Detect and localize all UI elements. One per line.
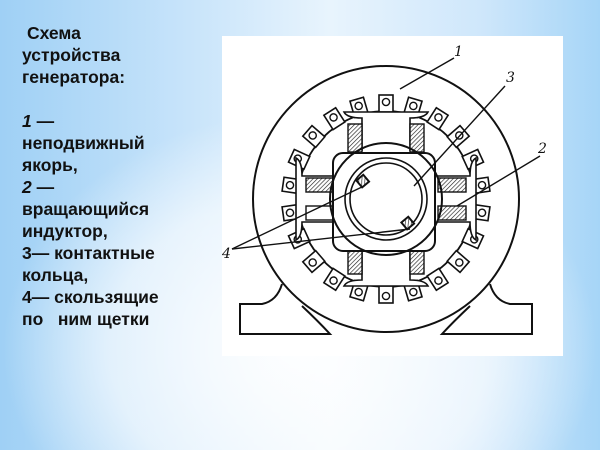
label-1: 1 — [454, 44, 463, 60]
slot-tooth — [301, 249, 326, 274]
slot-tooth — [301, 124, 326, 149]
label-2: 2 — [537, 141, 547, 157]
slot-conductor — [329, 276, 338, 285]
stator-slot — [301, 124, 326, 149]
slot-conductor — [308, 131, 317, 140]
slot-tooth — [378, 285, 394, 304]
slot-tooth — [322, 106, 346, 131]
legend-item-4: 4— скользящие — [22, 287, 159, 307]
slip-ring — [344, 157, 428, 241]
stator-slot — [301, 249, 326, 274]
stator-slot — [378, 285, 394, 304]
slot-conductor — [409, 287, 418, 297]
slot-conductor — [477, 180, 487, 190]
right-foot — [439, 283, 533, 335]
brush — [354, 173, 371, 189]
stator-slot — [446, 249, 471, 274]
legend-text: вращающийся — [22, 199, 150, 219]
stator-slot — [322, 267, 346, 292]
caption-title-line: генератора: — [22, 67, 126, 87]
caption-title-line: Схема — [27, 23, 81, 43]
slot-conductor — [409, 101, 418, 111]
generator-drawing: 1 2 3 4 — [222, 44, 547, 335]
slot-tooth — [378, 94, 394, 113]
slot-conductor — [285, 180, 295, 190]
caption-title-line: устройства — [22, 45, 121, 65]
slot-tooth — [446, 249, 471, 274]
legend-item-2: 2 — — [22, 177, 55, 197]
slot-conductor — [285, 208, 295, 218]
legend-item-3: 3— контактные — [22, 243, 155, 263]
slot-tooth — [426, 267, 450, 292]
label-4: 4 — [222, 246, 231, 262]
slot-conductor — [329, 113, 338, 122]
legend-item-1: 1 — — [22, 111, 55, 131]
stator-slot — [426, 267, 450, 292]
slot-conductor — [381, 97, 391, 107]
field-coils — [305, 123, 467, 275]
slot-tooth — [322, 267, 346, 292]
generator-diagram: 1 2 3 4 — [222, 36, 563, 356]
slot-conductor — [381, 291, 391, 301]
left-foot — [239, 283, 333, 335]
legend-text: кольца, — [22, 265, 89, 285]
legend-text: по ним щетки — [22, 309, 150, 329]
stator-slot — [322, 106, 346, 131]
slot-tooth — [426, 106, 450, 131]
slot-conductor — [354, 101, 363, 111]
stator-slot — [426, 106, 450, 131]
slot-conductor — [434, 113, 443, 122]
stator-slot — [378, 94, 394, 113]
slot-conductor — [477, 208, 487, 218]
slot-conductor — [308, 258, 317, 267]
caption-text: Схема устройства генератора: 1 — неподви… — [22, 22, 212, 330]
legend-text: неподвижный — [22, 133, 145, 153]
leader-lines — [231, 57, 541, 250]
slot-conductor — [455, 258, 464, 267]
legend-text: якорь, — [22, 155, 78, 175]
shaft — [349, 162, 423, 236]
brush — [399, 215, 416, 231]
slip-ring-outer — [329, 142, 443, 256]
legend-text: индуктор, — [22, 221, 108, 241]
label-3: 3 — [506, 70, 515, 86]
slot-conductor — [354, 287, 363, 297]
slot-conductor — [434, 276, 443, 285]
